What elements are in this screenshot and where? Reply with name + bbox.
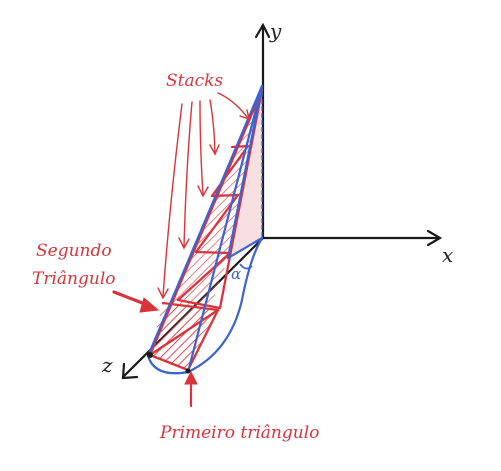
second-triangle-label-line2: Triângulo: [32, 269, 116, 289]
y-axis-label: y: [269, 19, 282, 43]
stacks-arrowhead-5: [239, 109, 250, 121]
stacks-arrowhead-3: [197, 185, 209, 198]
cone-right-edge: [226, 84, 264, 260]
stacks-arrowhead-1: [157, 287, 169, 300]
stacks-arrow-1: [162, 103, 183, 297]
red-diagonal-3: [176, 251, 232, 302]
cone-center-line: [186, 84, 264, 374]
cone-left-edge: [146, 84, 264, 358]
stacks-arrowhead-4: [209, 144, 220, 156]
z-axis-label: z: [101, 353, 113, 377]
stack-rung-3: [194, 250, 232, 255]
cone-base-arc: [146, 236, 264, 375]
stacks-arrow-3: [199, 100, 204, 195]
stack-rung-4: [176, 298, 222, 310]
x-axis-arrowhead: [426, 229, 443, 247]
alpha-angle-arc: [239, 263, 253, 270]
stacks-label: Stacks: [166, 71, 223, 91]
first-triangle-edge: [186, 308, 220, 372]
z-axis-arrowhead: [121, 362, 139, 380]
cone-radius-line: [226, 236, 264, 260]
first-triangle-arrow: [184, 370, 198, 408]
alpha-symbol: α: [231, 265, 241, 283]
second-triangle-label-line1: Segundo: [36, 241, 112, 261]
stacks-arrow-4: [209, 99, 216, 153]
cone-tip-dot: [147, 352, 153, 358]
base-point-dot: [185, 368, 191, 374]
second-triangle-arrow: [112, 290, 160, 313]
stacks-arrow-5: [217, 92, 249, 119]
first-triangle-label: Primeiro triângulo: [159, 423, 319, 443]
stacks-arrow-2: [183, 101, 193, 247]
y-axis-arrowhead: [254, 22, 271, 39]
stacks-arrowhead-2: [178, 237, 190, 250]
x-axis-label: x: [442, 243, 453, 267]
annotation-arrows: [157, 92, 250, 300]
cone-outline-blue: [146, 84, 264, 375]
